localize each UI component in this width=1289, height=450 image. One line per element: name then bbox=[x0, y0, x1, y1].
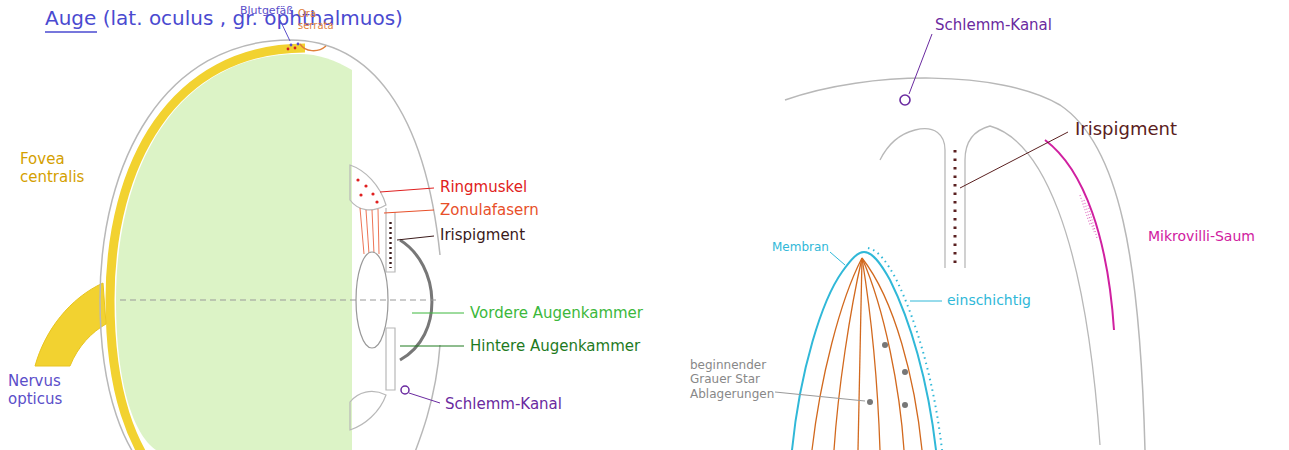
lens-epithelium bbox=[868, 248, 942, 450]
part-label: Zonulafasern bbox=[440, 201, 539, 219]
lens-membrane bbox=[792, 252, 936, 450]
part-label: Schlemm-Kanal bbox=[445, 395, 562, 413]
leader-lines bbox=[775, 34, 1068, 401]
sclera-outline bbox=[408, 345, 440, 450]
deposit-dot bbox=[902, 369, 908, 375]
part-label: Membran bbox=[772, 240, 829, 254]
muscle-dot bbox=[364, 184, 367, 187]
deposit-dot bbox=[902, 402, 908, 408]
part-label: Ringmuskel bbox=[440, 178, 527, 196]
lens-fibre bbox=[862, 258, 922, 450]
iris-pigment bbox=[954, 150, 957, 266]
vessel-dot bbox=[287, 48, 290, 51]
leader-line bbox=[909, 34, 932, 94]
note-label: beginnender Grauer Star Ablagerungen bbox=[690, 358, 782, 401]
leader-line bbox=[380, 188, 434, 192]
microvilli-dots bbox=[1080, 195, 1097, 238]
part-label: Hintere Augenkammer bbox=[470, 337, 640, 355]
leader-line bbox=[412, 313, 464, 314]
part-label: Nervus opticus bbox=[8, 372, 80, 408]
schlemm-canal bbox=[401, 386, 409, 394]
muscle-dot bbox=[375, 200, 378, 203]
ora-serrata-mark bbox=[300, 44, 326, 51]
sclera-outline bbox=[100, 40, 440, 450]
title-underline bbox=[45, 31, 97, 33]
deposit-dot bbox=[867, 399, 873, 405]
lens-fibre bbox=[862, 258, 904, 450]
iris-pigment bbox=[389, 222, 391, 268]
leader-line bbox=[830, 252, 845, 265]
optical-axis bbox=[120, 300, 440, 301]
microvilli-border bbox=[1045, 140, 1114, 330]
lens-fibre bbox=[862, 258, 880, 450]
lens-fibre bbox=[858, 258, 862, 450]
leader-line bbox=[775, 392, 865, 401]
part-label: einschichtig bbox=[947, 292, 1031, 309]
part-label: Irispigment bbox=[440, 226, 525, 244]
cornea-inner bbox=[965, 126, 1100, 445]
leader-line bbox=[409, 393, 440, 403]
lens-fibre bbox=[834, 258, 862, 450]
muscle-dot bbox=[356, 178, 359, 181]
vessel-dot bbox=[294, 47, 297, 50]
part-label: Blutgefäß bbox=[240, 4, 293, 17]
part-label: Fovea centralis bbox=[20, 150, 94, 186]
part-label: Mikrovilli-Saum bbox=[1148, 228, 1255, 245]
part-label: Schlemm-Kanal bbox=[935, 16, 1052, 34]
vessel-dot bbox=[297, 43, 300, 46]
leader-line bbox=[397, 236, 434, 240]
ciliary-body bbox=[350, 391, 386, 430]
leader-lines bbox=[280, 20, 464, 403]
ciliary-body bbox=[350, 165, 386, 210]
lens-fibres bbox=[812, 258, 922, 450]
part-label: Ora serrata bbox=[298, 8, 344, 32]
part-label: Vordere Augenkammer bbox=[470, 304, 643, 322]
optic-nerve bbox=[35, 283, 106, 366]
lens-fibre bbox=[812, 258, 862, 450]
iris-lower bbox=[386, 328, 395, 390]
deposit-dot bbox=[882, 342, 888, 348]
leader-line bbox=[910, 301, 942, 302]
iris-upper bbox=[386, 208, 395, 272]
diagram-title: Auge (lat. oculus , gr. ophthalmuos) bbox=[45, 6, 403, 30]
vessel-dot bbox=[290, 44, 293, 47]
retina-band bbox=[110, 48, 305, 450]
leader-line bbox=[960, 132, 1068, 188]
zonula-fibres bbox=[360, 208, 379, 254]
leader-line bbox=[384, 210, 434, 213]
eye-section bbox=[35, 40, 440, 450]
iris-wall bbox=[880, 129, 945, 268]
muscle-dot bbox=[359, 193, 362, 196]
leader-line bbox=[400, 346, 464, 347]
schlemm-canal bbox=[900, 95, 910, 105]
part-label: Irispigment bbox=[1075, 118, 1177, 140]
muscle-dot bbox=[371, 192, 374, 195]
